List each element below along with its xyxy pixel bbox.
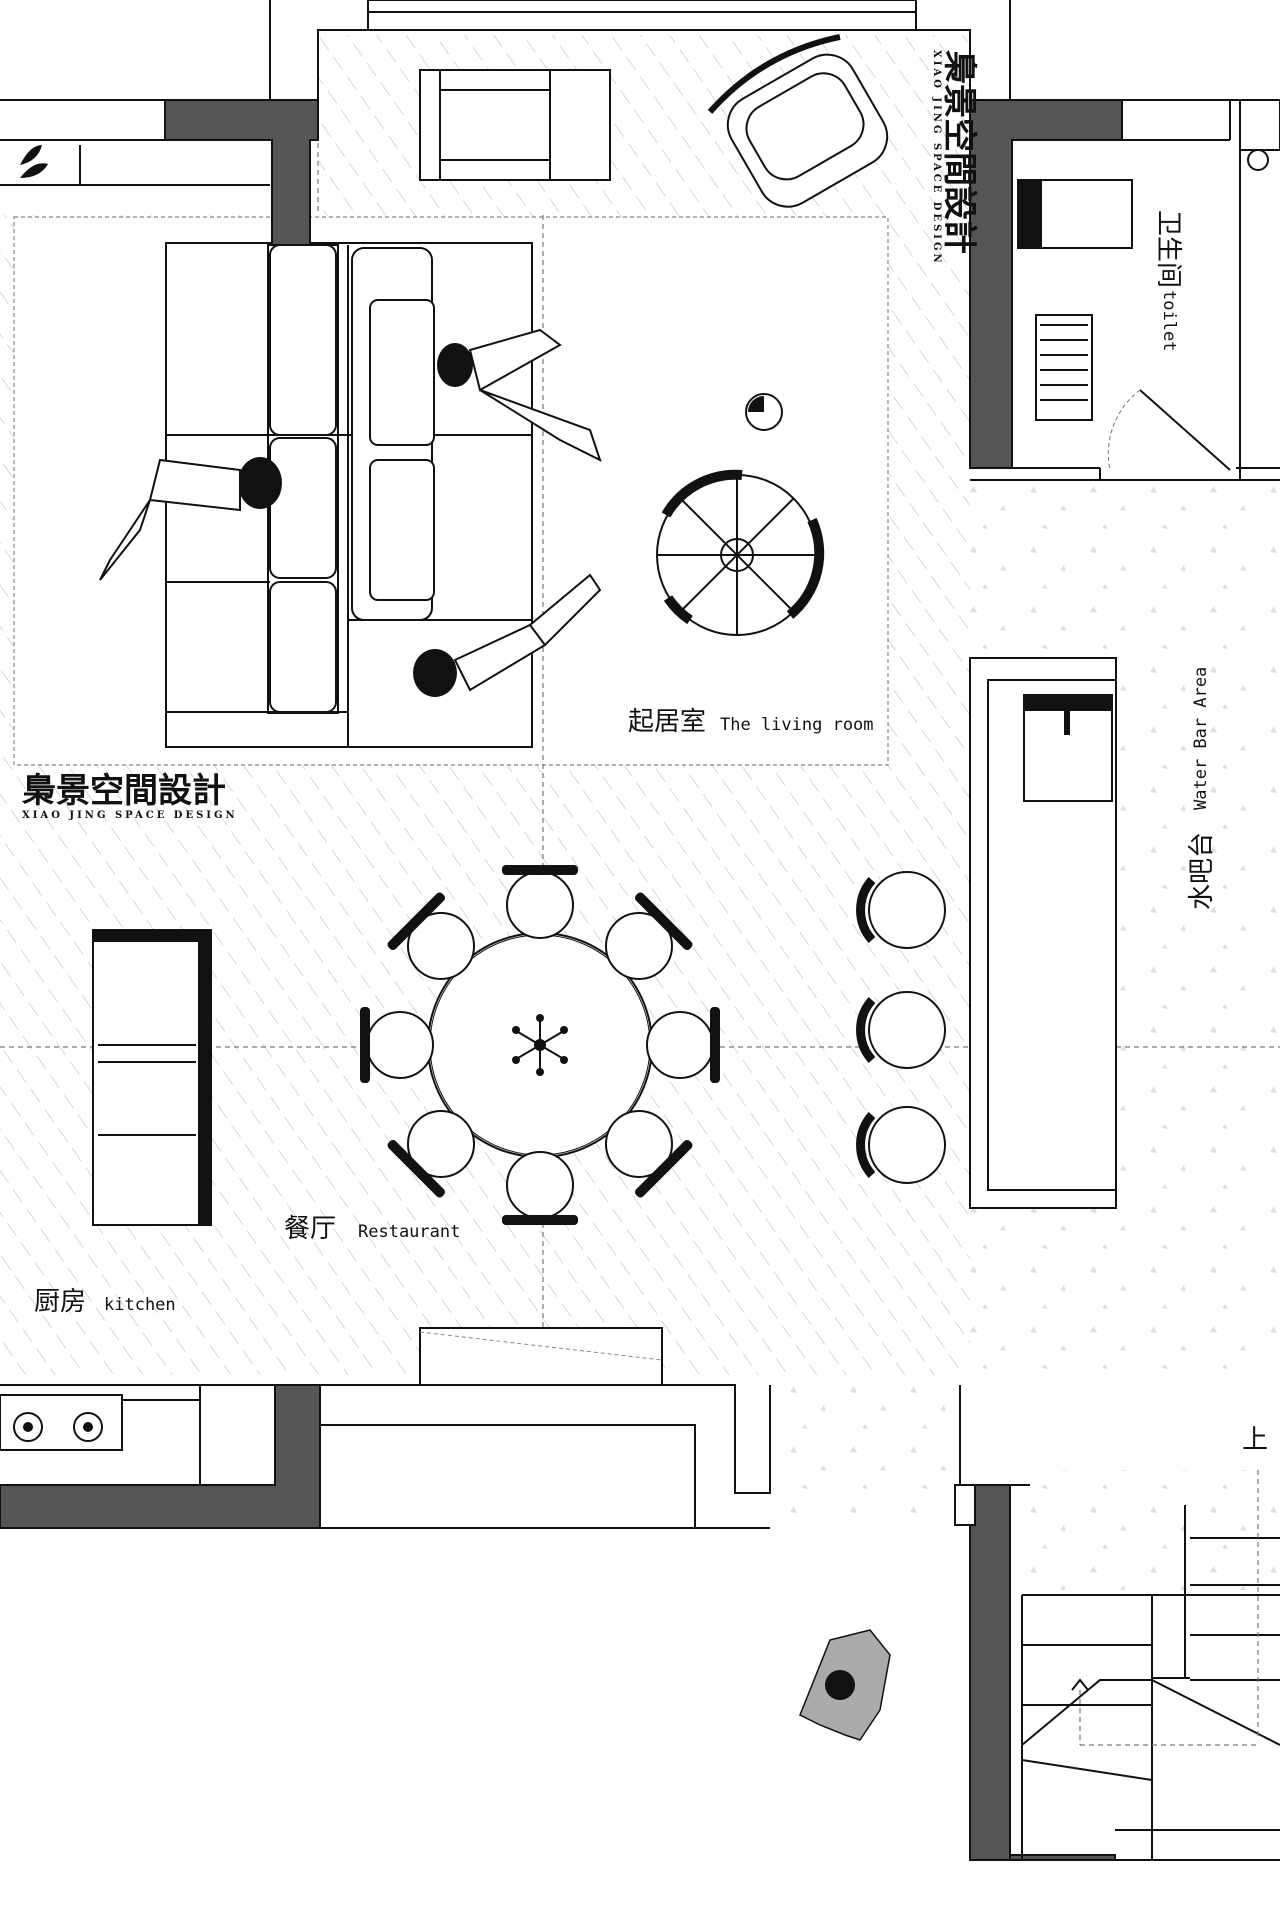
brand-logo-vertical: 梟景空間設計 XIAO JING SPACE DESIGN: [931, 49, 979, 266]
toilet-fixtures: [1017, 179, 1231, 471]
bar-stools: [856, 871, 946, 1184]
sink-icon: [1023, 694, 1113, 802]
kitchen-counter: [92, 929, 212, 1226]
living-room-label-en: The living room: [720, 715, 874, 735]
living-room-label-cn: 起居室: [628, 707, 706, 737]
dining-chair-icon: [502, 865, 578, 939]
dining-chair-icon: [387, 1109, 476, 1198]
dining-chair-icon: [604, 1109, 693, 1198]
dining-chair-icon: [360, 1007, 434, 1083]
bar-stool-icon: [856, 991, 946, 1069]
dining-chair-icon: [502, 1151, 578, 1225]
svg-text:梟景空間設計: 梟景空間設計: [939, 49, 979, 254]
kitchen-label-en: kitchen: [104, 1295, 176, 1315]
svg-text:XIAO JING SPACE DESIGN: XIAO JING SPACE DESIGN: [22, 810, 238, 821]
clock-icon: [745, 393, 783, 431]
dining-chair-icon: [604, 892, 693, 981]
dining-chair-icon: [646, 1007, 720, 1083]
staircase-icon: [1021, 1470, 1280, 1860]
brand-logo-main: 梟景空間設計 XIAO JING SPACE DESIGN: [21, 771, 238, 821]
svg-text:梟景空間設計: 梟景空間設計: [21, 771, 226, 811]
chandelier-icon: [512, 1014, 568, 1076]
bar-stool-icon: [856, 1106, 946, 1184]
restaurant-label-en: Restaurant: [358, 1222, 460, 1242]
svg-text:XIAO JING SPACE DESIGN: XIAO JING SPACE DESIGN: [931, 50, 942, 266]
dining-chair-icon: [387, 892, 476, 981]
bar-stool-icon: [856, 871, 946, 949]
armchair-icon: [419, 69, 611, 181]
leaf-icon: [20, 145, 48, 178]
person-figure-icon: [99, 457, 282, 581]
round-table-icon: [656, 469, 825, 636]
toilet-label-en: toilet: [1159, 290, 1179, 351]
water-bar-counter: [969, 657, 1117, 1209]
person-figure-icon: [799, 1629, 891, 1741]
kitchen-label-cn: 厨房: [34, 1287, 86, 1317]
walls: [0, 0, 1280, 1861]
restaurant-label-cn: 餐厅: [284, 1214, 336, 1244]
water-bar-label-en: Water Bar Area: [1191, 667, 1211, 810]
water-bar-label-cn: 水吧台: [1187, 832, 1217, 910]
person-figure-icon: [413, 573, 602, 697]
stove-burner-icon: [0, 1394, 123, 1451]
armchair-icon: [707, 33, 889, 208]
toilet-label-cn: 卫生间: [1153, 210, 1183, 288]
stairs-up-label: 上: [1242, 1425, 1268, 1455]
person-figure-icon: [437, 328, 602, 462]
dining-chairs: [360, 865, 720, 1225]
